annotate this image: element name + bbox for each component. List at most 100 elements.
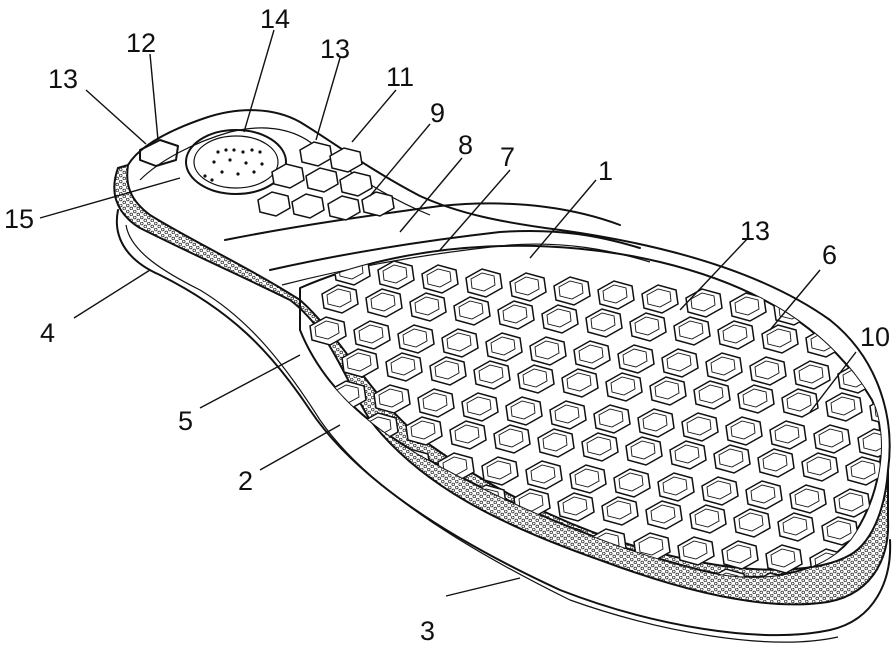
forefoot-hex-cell-inner <box>718 448 744 468</box>
forefoot-hex-cell-inner <box>426 268 452 288</box>
forefoot-hex-cell-inner <box>806 456 832 476</box>
forefoot-hex-cell-inner <box>766 328 792 348</box>
leader-3 <box>445 577 521 597</box>
label-14: 14 <box>260 4 290 34</box>
leader-13b <box>315 57 341 141</box>
leader-13c <box>679 237 749 311</box>
forefoot-hex-cell-inner <box>822 304 848 324</box>
forefoot-hex-cell-inner <box>586 436 612 456</box>
leader-1 <box>529 179 597 259</box>
label-7: 7 <box>500 142 515 172</box>
forefoot-hex-cell-inner <box>462 520 488 540</box>
forefoot-hex-cell-inner <box>879 621 896 639</box>
forefoot-hex-cell-inner <box>798 364 824 384</box>
forefoot-hex-cell <box>774 637 810 661</box>
forefoot-hex-cell-inner <box>818 428 844 448</box>
forefoot-hex-cell-inner <box>690 292 716 312</box>
heel-hex-group <box>257 141 395 221</box>
forefoot-hex-cell-inner <box>502 304 528 324</box>
forefoot-hex-cell-inner <box>546 308 572 328</box>
forefoot-hex-cell <box>510 613 546 641</box>
leader-2 <box>259 424 341 471</box>
label-12: 12 <box>126 28 156 58</box>
insole-top-outline <box>127 109 891 471</box>
forefoot-hex-cell-inner <box>454 424 480 444</box>
forefoot-hex-cell-inner <box>794 488 820 508</box>
leader-7 <box>439 169 511 251</box>
leader-9 <box>369 123 431 197</box>
forefoot-hex-cell-inner <box>578 344 604 364</box>
forefoot-hex-cell-inner <box>850 460 876 480</box>
forefoot-hex-cell <box>818 641 854 661</box>
forefoot-hex-cell <box>753 572 791 577</box>
forefoot-hex-cell-inner <box>726 544 752 564</box>
forefoot-hex-cell <box>730 633 766 661</box>
forefoot-hex-cell-inner <box>634 316 660 336</box>
leader-13a <box>85 89 147 145</box>
forefoot-hex-cell <box>381 476 419 506</box>
forefoot-hex-cell-inner <box>862 432 881 452</box>
forefoot-hex-cell-inner <box>638 536 664 556</box>
forefoot-hex-cell-inner <box>603 625 627 643</box>
forefoot-hex-cell <box>300 252 327 282</box>
forefoot-hex-cell-inner <box>510 400 536 420</box>
forefoot-hex-cell <box>890 461 896 489</box>
forefoot-hex-cell-inner <box>386 480 412 500</box>
forefoot-hex-cell-inner <box>750 484 776 504</box>
leader-11 <box>351 89 397 143</box>
forefoot-hex-cell-inner <box>458 300 484 320</box>
forefoot-hex-cell-inner <box>674 444 700 464</box>
forefoot-hex-cell-inner <box>650 504 676 524</box>
heel-corner-pad <box>139 139 179 167</box>
forefoot-hex-cell-inner <box>754 360 780 380</box>
forefoot-hex-cell-inner <box>446 332 472 352</box>
forefoot-hex-cell-inner <box>559 621 583 639</box>
reference-numerals: 1 2 3 4 5 6 7 8 9 10 11 12 13 13 13 14 1… <box>4 4 890 646</box>
forefoot-hex-cell-inner <box>370 292 396 312</box>
forefoot-hex-cell-inner <box>647 629 671 647</box>
forefoot-hex-cell-inner <box>722 324 748 344</box>
forefoot-hex-cell-inner <box>406 544 432 564</box>
forefoot-hex-cell-inner <box>823 645 847 661</box>
outsole-bottom-edge <box>125 224 839 643</box>
forefoot-hex-cell <box>698 601 734 629</box>
forefoot-hex-cell <box>489 548 527 577</box>
forefoot-hex-cell-inner <box>602 284 628 304</box>
forefoot-hex-cell-inner <box>562 496 588 516</box>
forefoot-hex-cell-inner <box>606 500 632 520</box>
forefoot-hex-cell-inner <box>470 272 496 292</box>
label-4: 4 <box>40 318 55 348</box>
leader-8 <box>399 157 463 233</box>
forefoot-hex-cell-inner <box>450 548 476 568</box>
forefoot-hex-cell-inner <box>402 328 428 348</box>
label-13-fore: 13 <box>740 216 770 246</box>
forefoot-hex-cell-inner <box>610 376 636 396</box>
label-5: 5 <box>178 406 193 436</box>
forefoot-hex-cell-inner <box>394 576 420 577</box>
forefoot-hex-cell-inner <box>630 440 656 460</box>
forefoot-hex-cell <box>478 581 514 609</box>
label-6: 6 <box>822 240 837 270</box>
leader-15 <box>39 177 181 219</box>
forefoot-hex-cell-inner <box>590 312 616 332</box>
forefoot-hex-cell <box>862 645 896 661</box>
forefoot-hex-cell-inner <box>662 476 688 496</box>
forefoot-hex-cell-inner <box>530 464 556 484</box>
forefoot-hex-cell-inner <box>527 589 551 607</box>
forefoot-hex-cell-inner <box>742 388 768 408</box>
forefoot-hex-cell <box>369 508 407 538</box>
heel-disc-14 <box>185 129 287 195</box>
forefoot-hex-cell <box>857 428 881 458</box>
forefoot-hex-cell-inner <box>891 589 896 607</box>
band-8 <box>269 229 641 271</box>
forefoot-hex-cell-inner <box>498 428 524 448</box>
forefoot-hex-cell-inner <box>830 396 856 416</box>
forefoot-hex-cell-inner <box>534 340 560 360</box>
band-7 <box>224 202 621 241</box>
forefoot-hex-cell-inner <box>686 416 712 436</box>
forefoot-hex-cell-inner <box>483 585 507 603</box>
forefoot-hex-cell-inner <box>779 641 803 659</box>
forefoot-hex-cell-inner <box>515 617 539 635</box>
label-3: 3 <box>420 616 435 646</box>
forefoot-hex-cell <box>886 585 896 613</box>
